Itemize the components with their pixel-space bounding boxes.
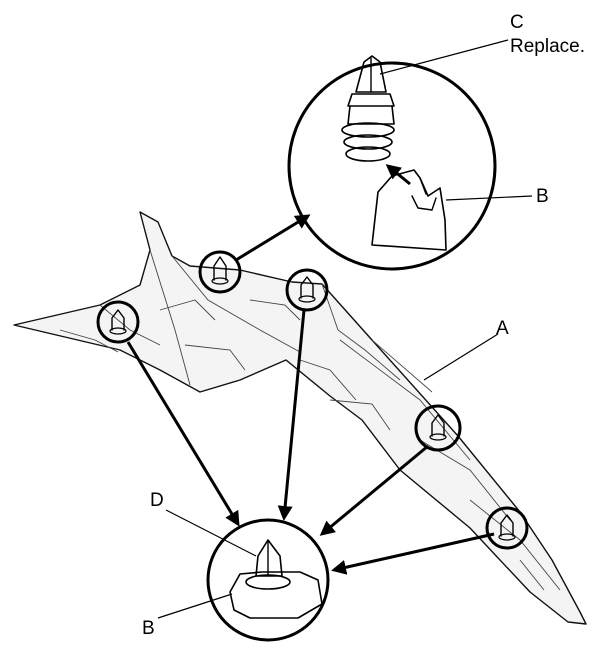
label-c-note: Replace. — [510, 36, 585, 57]
label-b-top: B — [536, 186, 549, 207]
clip-c — [341, 55, 395, 162]
clip-location-4 — [414, 404, 462, 452]
insert-arrow — [385, 164, 411, 186]
clip-location-5 — [485, 506, 529, 550]
leader-lines — [157, 39, 533, 619]
clip-d — [245, 539, 291, 590]
detail-circle-bottom — [206, 518, 330, 642]
clip-location-1 — [96, 300, 140, 344]
label-c: C — [510, 12, 524, 33]
label-a: A — [496, 318, 509, 339]
detail-circle-top — [287, 55, 497, 271]
label-b-bottom: B — [142, 618, 155, 639]
clip-location-3 — [285, 268, 329, 312]
label-d: D — [150, 490, 164, 511]
clip-location-2 — [198, 250, 242, 294]
connection-arrows — [126, 214, 495, 575]
trim-panel — [13, 211, 587, 625]
